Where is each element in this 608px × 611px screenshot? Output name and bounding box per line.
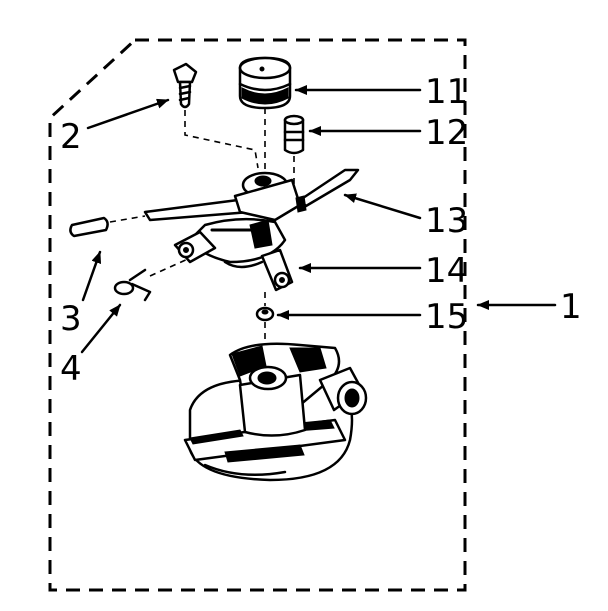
assembly-boundary xyxy=(48,38,467,592)
part-3-pin xyxy=(69,216,109,238)
part-11-cap xyxy=(238,56,292,110)
callout-14: 14 xyxy=(425,251,468,291)
leader-arrows xyxy=(80,85,557,354)
callout-1: 1 xyxy=(560,287,582,327)
part-14-cam-assembly xyxy=(143,171,302,292)
callout-3: 3 xyxy=(60,299,82,339)
part-13-lever xyxy=(295,168,360,213)
callout-13: 13 xyxy=(425,201,468,241)
callout-15: 15 xyxy=(425,297,468,337)
part-4-clip xyxy=(113,268,152,302)
part-15-washer xyxy=(255,306,275,322)
part-2-screw xyxy=(172,62,198,109)
part-12-bushing xyxy=(283,114,305,155)
base-housing xyxy=(183,342,368,482)
callout-2: 2 xyxy=(60,117,82,157)
callout-12: 12 xyxy=(425,113,468,153)
callout-11: 11 xyxy=(425,72,468,112)
callout-4: 4 xyxy=(60,349,82,389)
